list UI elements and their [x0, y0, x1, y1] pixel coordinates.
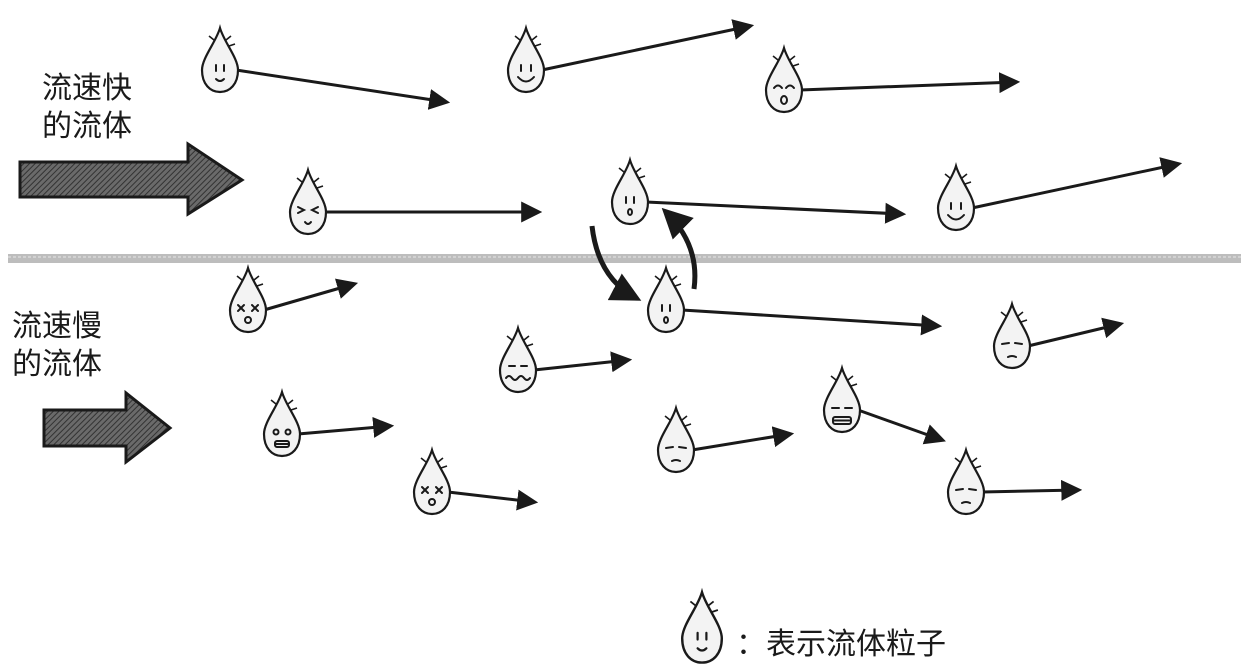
- exchange-arrow-down-icon: [589, 225, 642, 301]
- slow-flow-arrow-icon: [42, 389, 173, 466]
- velocity-arrow-s2: [681, 308, 943, 336]
- fast-fluid-label-line2: 的流体: [42, 109, 132, 144]
- legend-label: ：表示流体粒子: [736, 627, 946, 662]
- fluid-particle-f6-icon: [936, 162, 976, 232]
- velocity-arrow-s3: [1027, 317, 1125, 348]
- fluid-particle-f4-icon: [288, 166, 328, 236]
- velocity-arrow-s4: [533, 351, 633, 373]
- fluid-particle-s6-icon: [656, 404, 696, 474]
- fluid-particle-f3-icon: [764, 44, 804, 114]
- fluid-particle-s5-icon: [262, 388, 302, 458]
- fluid-particle-s2-icon: [646, 264, 686, 334]
- fluid-particle-s1-icon: [228, 264, 268, 334]
- velocity-arrow-f1: [235, 68, 451, 110]
- slow-fluid-label: 流速慢 的流体: [12, 308, 102, 384]
- velocity-arrow-f2: [541, 19, 755, 72]
- velocity-arrow-s6: [691, 426, 795, 452]
- slow-fluid-label-line2: 的流体: [12, 347, 102, 382]
- exchange-arrow-up-icon: [661, 207, 698, 290]
- velocity-arrow-f3: [799, 72, 1021, 94]
- fluid-particle-f5-icon: [610, 156, 650, 226]
- fluid-particle-s4-icon: [498, 324, 538, 394]
- fluid-particle-f2-icon: [506, 24, 546, 94]
- fluid-particle-f1-icon: [200, 24, 240, 94]
- fluid-particle-s7-icon: [822, 364, 862, 434]
- velocity-arrow-f6: [971, 157, 1183, 210]
- fluid-particle-s8-icon: [412, 446, 452, 516]
- fast-flow-arrow-icon: [18, 141, 245, 217]
- fast-fluid-label: 流速快 的流体: [42, 70, 132, 146]
- fast-fluid-label-line1: 流速快: [42, 71, 132, 106]
- velocity-arrow-f5: [645, 200, 907, 224]
- legend-particle-icon: [680, 587, 724, 664]
- slow-fluid-label-line1: 流速慢: [12, 309, 102, 344]
- layer-boundary-line: [8, 254, 1241, 263]
- velocity-arrow-s5: [297, 416, 395, 438]
- velocity-arrow-s9: [981, 479, 1083, 501]
- velocity-arrow-s7: [857, 408, 946, 445]
- fluid-particle-s9-icon: [946, 446, 986, 516]
- fluid-particle-s3-icon: [992, 300, 1032, 370]
- velocity-arrow-s8: [447, 489, 539, 511]
- velocity-arrow-s1: [263, 278, 359, 312]
